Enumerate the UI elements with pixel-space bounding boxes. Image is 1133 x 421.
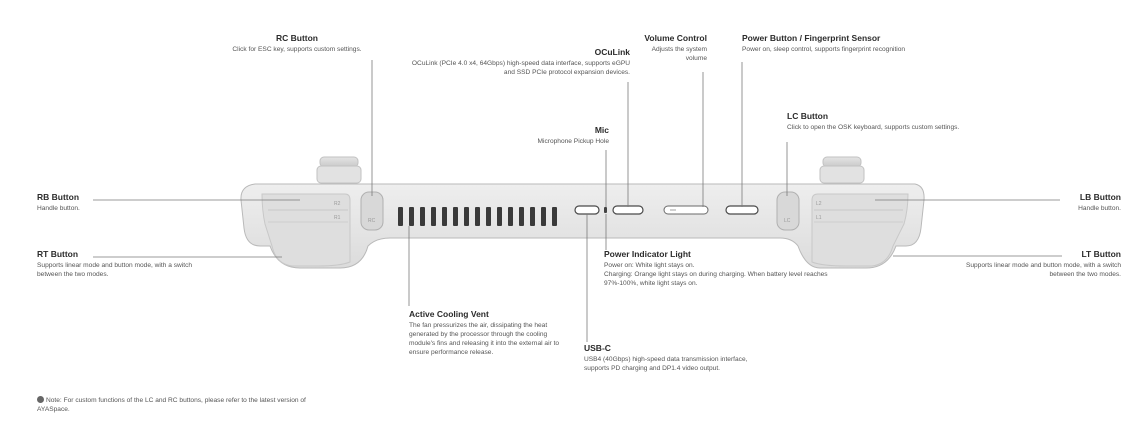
rc-title: RC Button	[275, 33, 318, 43]
usbc-desc: USB4 (40Gbps) high-speed data transmissi…	[584, 356, 748, 372]
power-desc: Power on, sleep control, supports finger…	[742, 46, 906, 53]
svg-text:RC: RC	[368, 218, 376, 224]
right-shoulder-area: R2 R1	[261, 193, 351, 267]
power-button[interactable]	[725, 205, 759, 215]
power-title: Power Button / Fingerprint Sensor	[742, 33, 881, 43]
r2-mark: R2	[334, 201, 341, 207]
lb-title: LB Button	[1079, 192, 1121, 202]
l2-mark: L2	[816, 201, 822, 207]
mic-callout: Mic Microphone Pickup Hole	[505, 125, 609, 146]
footnote-text: Note: For custom functions of the LC and…	[37, 397, 306, 413]
rc-callout: RC Button Click for ESC key, supports cu…	[218, 33, 376, 54]
mic-hole	[604, 207, 607, 213]
oculink-port	[612, 205, 644, 215]
lb-desc: Handle button.	[1078, 205, 1121, 212]
vent-desc: The fan pressurizes the air, dissipating…	[409, 322, 560, 356]
lt-callout: LT Button Supports linear mode and butto…	[941, 249, 1121, 279]
indicator-desc-charging: Charging: Orange light stays on during c…	[604, 271, 828, 287]
svg-text:LC: LC	[784, 218, 791, 224]
volume-callout: Volume Control Adjusts the system volume	[630, 33, 707, 63]
left-thumbstick	[819, 156, 865, 184]
lt-desc: Supports linear mode and button mode, wi…	[965, 262, 1121, 278]
active-cooling-vent	[398, 207, 557, 226]
mic-title: Mic	[594, 125, 609, 135]
rc-button[interactable]: RC	[360, 191, 384, 231]
usb-c-port	[574, 205, 600, 215]
usbc-title: USB-C	[584, 343, 611, 353]
mic-desc: Microphone Pickup Hole	[537, 138, 609, 145]
indicator-desc-power: Power on: White light stays on.	[604, 262, 695, 269]
indicator-callout: Power Indicator Light Power on: White li…	[604, 249, 849, 288]
note-bullet-icon	[37, 396, 44, 403]
indicator-title: Power Indicator Light	[604, 249, 691, 259]
volume-desc: Adjusts the system volume	[651, 46, 707, 62]
lc-desc: Click to open the OSK keyboard, supports…	[787, 124, 960, 131]
oculink-desc: OCuLink (PCIe 4.0 x4, 64Gbps) high-speed…	[411, 60, 630, 76]
lc-title: LC Button	[787, 111, 829, 121]
rb-callout: RB Button Handle button.	[37, 192, 157, 213]
lc-callout: LC Button Click to open the OSK keyboard…	[787, 111, 1027, 132]
rb-title: RB Button	[37, 192, 80, 202]
rb-desc: Handle button.	[37, 205, 80, 212]
usbc-callout: USB-C USB4 (40Gbps) high-speed data tran…	[584, 343, 754, 373]
oculink-title: OCuLink	[594, 47, 630, 57]
volume-control[interactable]	[663, 205, 709, 215]
rc-desc: Click for ESC key, supports custom setti…	[232, 46, 362, 53]
volume-title: Volume Control	[644, 33, 707, 43]
power-callout: Power Button / Fingerprint Sensor Power …	[742, 33, 982, 54]
rt-title: RT Button	[37, 249, 79, 259]
rt-callout: RT Button Supports linear mode and butto…	[37, 249, 217, 279]
device-body	[240, 183, 925, 269]
right-thumbstick	[316, 156, 362, 184]
footnote: Note: For custom functions of the LC and…	[37, 396, 337, 414]
l1-mark: L1	[816, 215, 822, 221]
vent-title: Active Cooling Vent	[409, 309, 489, 319]
lc-button[interactable]: LC	[776, 191, 800, 231]
r1-mark: R1	[334, 215, 341, 221]
lt-title: LT Button	[1081, 249, 1122, 259]
lb-callout: LB Button Handle button.	[1001, 192, 1121, 213]
rt-desc: Supports linear mode and button mode, wi…	[37, 262, 193, 278]
vent-callout: Active Cooling Vent The fan pressurizes …	[409, 309, 565, 357]
left-shoulder-area: L2 L1	[811, 193, 909, 267]
oculink-callout: OCuLink OCuLink (PCIe 4.0 x4, 64Gbps) hi…	[405, 47, 630, 77]
